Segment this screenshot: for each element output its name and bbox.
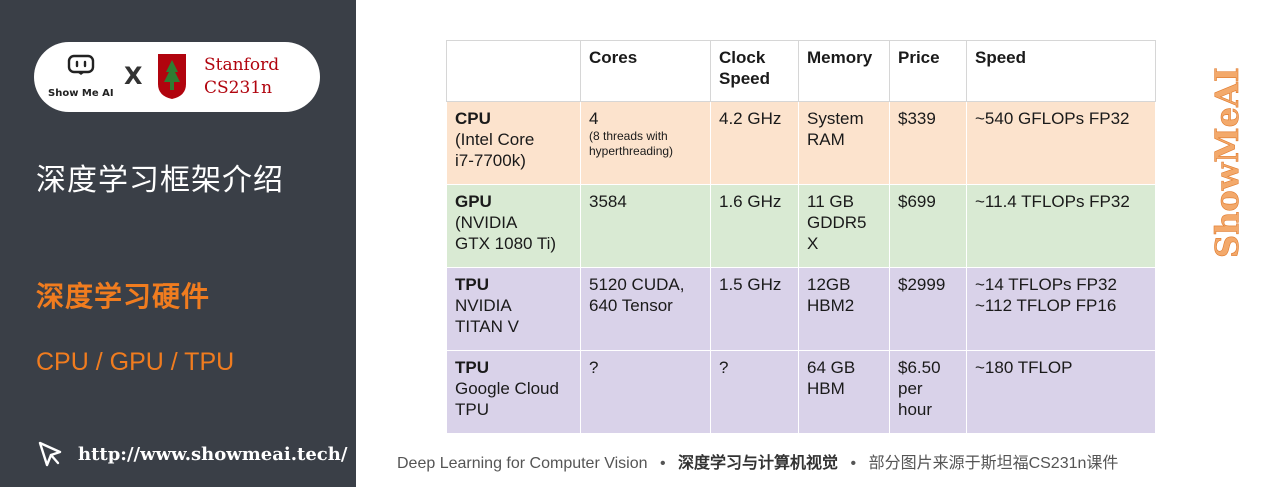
memory-cell: System RAM: [798, 101, 890, 185]
table-row: TPU Google Cloud TPU ? ? 64 GB HBM $6.50…: [446, 350, 1156, 434]
website-link[interactable]: http://www.showmeai.tech/: [34, 439, 347, 469]
cores-cell: 3584: [580, 184, 711, 268]
header-price: Price: [889, 40, 967, 102]
device-cell: CPU (Intel Core i7-7700k): [446, 101, 581, 185]
cores-value: 4: [589, 109, 599, 128]
stanford-logo-text: Stanford CS231n: [204, 54, 279, 100]
footer-caption: Deep Learning for Computer Vision • 深度学习…: [397, 449, 1118, 473]
header-device: [446, 40, 581, 102]
footer-separator: •: [850, 455, 857, 472]
showmeai-logo-text: Show Me AI: [48, 88, 114, 99]
price-cell: $2999: [889, 267, 967, 351]
price-cell: $699: [889, 184, 967, 268]
hardware-comparison-table: Cores Clock Speed Memory Price Speed CPU…: [446, 40, 1156, 434]
device-name: TPU: [455, 275, 489, 294]
header-cores: Cores: [580, 40, 711, 102]
footer-separator: •: [659, 455, 666, 472]
showmeai-robot-icon: [67, 54, 95, 75]
website-url[interactable]: http://www.showmeai.tech/: [78, 443, 348, 465]
device-cell: TPU Google Cloud TPU: [446, 350, 581, 434]
clock-cell: 4.2 GHz: [710, 101, 799, 185]
showmeai-watermark: ShowMeAI: [1212, 67, 1246, 258]
device-detail: Google Cloud TPU: [455, 379, 559, 419]
table-row: GPU (NVIDIA GTX 1080 Ti) 3584 1.6 GHz 11…: [446, 184, 1156, 268]
cores-cell: 4 (8 threads with hyperthreading): [580, 101, 711, 185]
speed-cell: ~180 TFLOP: [966, 350, 1156, 434]
sidebar-title: 深度学习框架介绍: [36, 163, 284, 198]
watermark-text: ShowMeAI: [1212, 67, 1246, 258]
device-name: GPU: [455, 192, 492, 211]
price-cell: $6.50 per hour: [889, 350, 967, 434]
device-cell: GPU (NVIDIA GTX 1080 Ti): [446, 184, 581, 268]
device-detail: (NVIDIA GTX 1080 Ti): [455, 213, 557, 253]
table-row: TPU NVIDIA TITAN V 5120 CUDA, 640 Tensor…: [446, 267, 1156, 351]
click-cursor-icon: [38, 441, 62, 467]
table-header-row: Cores Clock Speed Memory Price Speed: [446, 40, 1156, 102]
header-clock-speed: Clock Speed: [710, 40, 799, 102]
course-name: CS231n: [204, 78, 273, 98]
speed-cell: ~14 TFLOPs FP32 ~112 TFLOP FP16: [966, 267, 1156, 351]
header-speed: Speed: [966, 40, 1156, 102]
device-detail: (Intel Core i7-7700k): [455, 130, 535, 170]
slide-content: Cores Clock Speed Memory Price Speed CPU…: [356, 0, 1280, 487]
footer-course-en: Deep Learning for Computer Vision: [397, 455, 648, 472]
footer-source-note: 部分图片来源于斯坦福CS231n课件: [868, 455, 1119, 472]
table-row: CPU (Intel Core i7-7700k) 4 (8 threads w…: [446, 101, 1156, 185]
sidebar: Show Me AI X Stanford CS231n 深度学习框架介绍 深度…: [0, 0, 356, 487]
memory-cell: 12GB HBM2: [798, 267, 890, 351]
cores-cell: ?: [580, 350, 711, 434]
device-name: CPU: [455, 109, 491, 128]
footer-course-cn: 深度学习与计算机视觉: [678, 455, 839, 472]
stanford-name: Stanford: [204, 55, 280, 75]
clock-cell: ?: [710, 350, 799, 434]
logo-banner: Show Me AI X Stanford CS231n: [34, 42, 320, 112]
device-name: TPU: [455, 358, 489, 377]
memory-cell: 11 GB GDDR5 X: [798, 184, 890, 268]
device-cell: TPU NVIDIA TITAN V: [446, 267, 581, 351]
header-memory: Memory: [798, 40, 890, 102]
clock-cell: 1.5 GHz: [710, 267, 799, 351]
clock-cell: 1.6 GHz: [710, 184, 799, 268]
speed-cell: ~11.4 TFLOPs FP32: [966, 184, 1156, 268]
sidebar-section: 深度学习硬件: [36, 280, 211, 313]
cores-note: (8 threads with hyperthreading): [589, 129, 674, 158]
cores-cell: 5120 CUDA, 640 Tensor: [580, 267, 711, 351]
stanford-tree-icon: [158, 54, 186, 99]
speed-cell: ~540 GFLOPs FP32: [966, 101, 1156, 185]
logo-times: X: [124, 62, 143, 90]
sidebar-subtitle: CPU / GPU / TPU: [36, 348, 235, 376]
memory-cell: 64 GB HBM: [798, 350, 890, 434]
price-cell: $339: [889, 101, 967, 185]
device-detail: NVIDIA TITAN V: [455, 296, 519, 336]
